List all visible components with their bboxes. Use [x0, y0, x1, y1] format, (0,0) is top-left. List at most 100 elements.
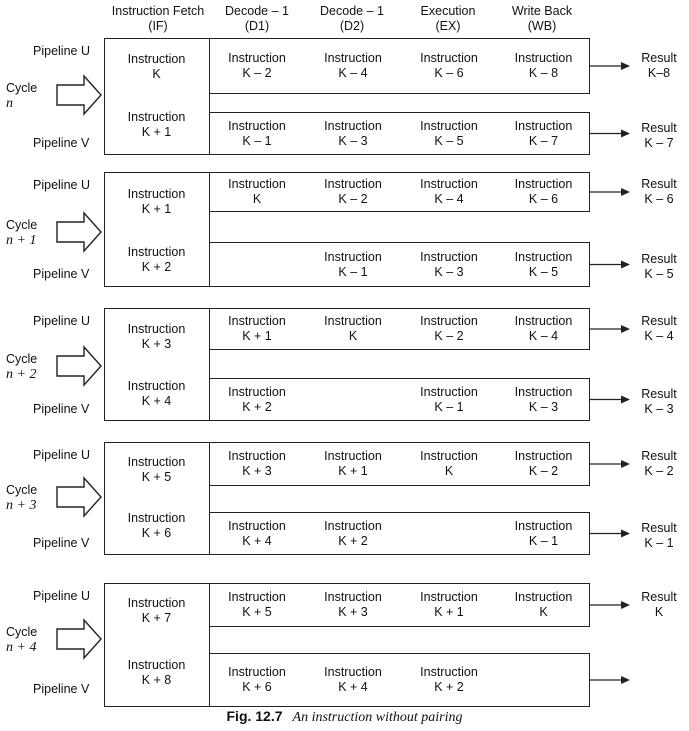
cell-line-2: K – 5 — [434, 133, 464, 148]
cell-line-1: Instruction — [127, 187, 186, 201]
if-box — [104, 308, 210, 421]
cycle-word: Cycle — [6, 625, 38, 639]
pipeline-v-row — [209, 112, 590, 155]
cell-line-1: Instruction — [228, 51, 286, 65]
cell-line-1: Instruction — [324, 249, 382, 264]
cell-line-1: Instruction — [514, 449, 573, 463]
result-arrowhead-u — [621, 188, 630, 196]
cell-line-1: Instruction — [127, 378, 186, 393]
pipeline-u-label: Pipeline U — [33, 314, 90, 328]
figure-number: Fig. 12.7 — [226, 708, 283, 724]
cell-line-1: Instruction — [324, 118, 382, 133]
cell-line-1: Instruction — [514, 249, 573, 264]
stage-header-name: Execution — [420, 4, 476, 18]
stage-header-name: Write Back — [511, 4, 573, 18]
cell-line-1: Instruction — [127, 454, 186, 469]
result-value: K – 6 — [644, 192, 674, 206]
pipeline-v-row — [209, 242, 590, 287]
stage-header-name: Decode – 1 — [225, 4, 289, 18]
result-arrowhead-v — [621, 129, 630, 138]
cell-line-2: K — [152, 66, 161, 81]
result-word: Result — [641, 251, 677, 266]
cycle-word: Cycle — [6, 352, 38, 366]
cell-line-1: Instruction — [514, 590, 573, 604]
cycle-index: n + 2 — [6, 367, 37, 382]
cell-line-2: K + 6 — [242, 680, 272, 694]
if-box — [104, 172, 210, 287]
cell-line-2: K – 2 — [434, 329, 464, 343]
cell-line-2: K — [252, 192, 262, 206]
cell-line-1: Instruction — [420, 449, 478, 463]
cell-line-2: K + 2 — [434, 680, 464, 694]
figure-title: An instruction without pairing — [292, 710, 463, 725]
cell-line-2: K + 3 — [141, 337, 172, 351]
stage-header-name: Decode – 1 — [320, 4, 384, 18]
cell-line-2: K + 1 — [141, 202, 172, 216]
cell-line-1: Instruction — [127, 322, 186, 336]
cell-line-2: K – 4 — [338, 66, 368, 80]
cell-line-2: K – 4 — [528, 329, 559, 343]
cell-line-2: K – 2 — [528, 464, 559, 478]
cell-line-2: K + 6 — [141, 526, 172, 540]
result-word: Result — [641, 590, 677, 604]
result-arrowhead-v — [621, 395, 630, 404]
cell-line-2: K + 8 — [141, 673, 172, 687]
stage-header: Execution(EX) — [388, 4, 508, 34]
cell-line-2: K – 8 — [528, 66, 559, 80]
cell-line-2: K – 1 — [242, 133, 272, 148]
cell-line-2: K – 2 — [338, 192, 368, 206]
cell-line-1: Instruction — [228, 449, 286, 463]
cell-line-2: K – 7 — [528, 133, 559, 148]
cell-line-1: Instruction — [324, 177, 382, 191]
result-arrowhead-u — [621, 62, 630, 70]
result-label-v — [634, 667, 684, 682]
result-word: Result — [641, 386, 677, 401]
pipeline-u-row — [209, 172, 590, 212]
stage-cell-v — [401, 512, 497, 555]
cell-line-2: K + 3 — [338, 605, 368, 619]
pipeline-v-row — [209, 653, 590, 707]
result-arrowhead-u — [621, 460, 630, 468]
cell-line-1: Instruction — [127, 110, 186, 124]
cell-line-2: K – 3 — [338, 133, 368, 148]
cell-line-1: Instruction — [228, 314, 286, 328]
cell-line-1: Instruction — [420, 177, 478, 191]
result-value: K – 1 — [644, 535, 674, 550]
pipeline-u-label: Pipeline U — [33, 448, 90, 462]
result-word: Result — [641, 314, 677, 328]
cell-line-2: K – 5 — [528, 264, 559, 279]
cycle-arrow — [56, 618, 102, 660]
cell-line-1: Instruction — [228, 665, 286, 679]
cycle-index: n + 4 — [6, 640, 37, 655]
cell-line-1: Instruction — [514, 51, 573, 65]
cycle-arrow — [56, 211, 102, 253]
result-word: Result — [641, 120, 677, 135]
if-box — [104, 38, 210, 155]
cell-line-2: K — [444, 464, 454, 478]
